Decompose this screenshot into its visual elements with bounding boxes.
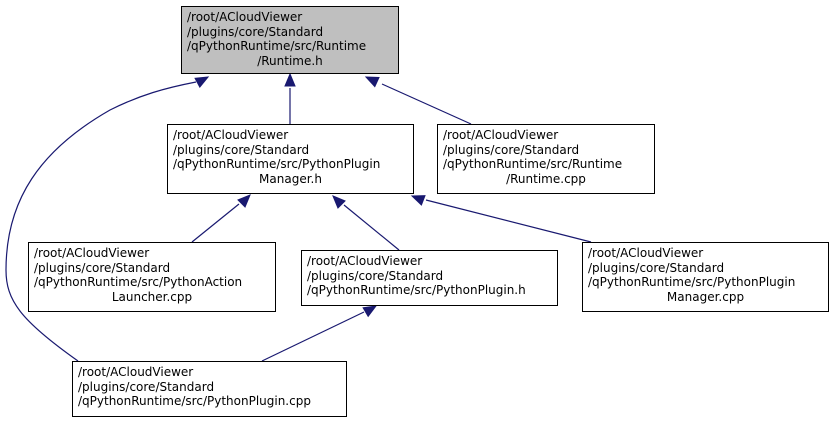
- node-label-line: /qPythonRuntime/src/PythonAction: [34, 275, 243, 289]
- node-label-line: /root/ACloudViewer: [34, 246, 150, 260]
- node-label-line: /plugins/core/Standard: [443, 142, 580, 157]
- edge-python_plugin_h-python_plugin_cpp: [261, 311, 365, 362]
- edge-plugin_manager_h-action_launcher_cpp: [191, 203, 240, 243]
- arrowhead-icon: [194, 76, 210, 88]
- arrowhead-icon: [364, 76, 380, 88]
- arrowhead-icon: [332, 195, 346, 209]
- node-label-line: /root/ACloudViewer: [78, 365, 194, 379]
- node-label-line: /qPythonRuntime/src/Runtime: [187, 39, 367, 53]
- node-label-line: /plugins/core/Standard: [187, 24, 324, 39]
- edge-plugin_manager_h-python_plugin_h: [343, 204, 400, 251]
- arrowhead-icon: [410, 195, 426, 206]
- node-label-line: /qPythonRuntime/src/PythonPlugin: [588, 275, 796, 289]
- node-label-line: Launcher.cpp: [111, 289, 193, 304]
- node-python-action-launcher-cpp[interactable]: /root/ACloudViewer/plugins/core/Standard…: [28, 242, 276, 312]
- node-python-plugin-cpp[interactable]: /root/ACloudViewer/plugins/core/Standard…: [72, 361, 347, 417]
- node-runtime-cpp[interactable]: /root/ACloudViewer/plugins/core/Standard…: [437, 124, 655, 194]
- arrowhead-icon: [237, 194, 251, 208]
- node-python-plugin-manager-cpp[interactable]: /root/ACloudViewer/plugins/core/Standard…: [582, 242, 829, 312]
- node-label-line: /root/ACloudViewer: [588, 246, 704, 260]
- node-label-line: /Runtime.cpp: [506, 171, 586, 186]
- node-label-line: /qPythonRuntime/src/PythonPlugin.cpp: [78, 394, 311, 408]
- node-label-line: /qPythonRuntime/src/PythonPlugin.h: [307, 283, 526, 297]
- node-label-line: /Runtime.h: [257, 53, 323, 68]
- arrowhead-icon: [362, 305, 378, 318]
- node-label-line: /root/ACloudViewer: [307, 254, 423, 268]
- node-label-line: /root/ACloudViewer: [443, 128, 559, 142]
- node-label-line: Manager.h: [259, 171, 322, 186]
- edge-runtime_h-runtime_cpp: [381, 83, 472, 125]
- node-label-line: /root/ACloudViewer: [187, 10, 303, 24]
- node-label-line: /root/ACloudViewer: [173, 128, 289, 142]
- node-label-line: /qPythonRuntime/src/Runtime: [443, 157, 623, 171]
- node-label-line: /plugins/core/Standard: [588, 260, 725, 275]
- node-label-line: /qPythonRuntime/src/PythonPlugin: [173, 157, 381, 171]
- edge-plugin_manager_h-plugin_manager_cpp: [425, 199, 592, 243]
- node-label-line: Manager.cpp: [666, 289, 745, 304]
- node-runtime-h[interactable]: /root/ACloudViewer/plugins/core/Standard…: [181, 6, 399, 74]
- node-label-line: /plugins/core/Standard: [34, 260, 171, 275]
- node-label-line: /plugins/core/Standard: [173, 142, 310, 157]
- node-label-line: /plugins/core/Standard: [307, 268, 444, 283]
- node-label-line: /plugins/core/Standard: [78, 379, 215, 394]
- node-python-plugin-h[interactable]: /root/ACloudViewer/plugins/core/Standard…: [301, 250, 558, 306]
- node-python-plugin-manager-h[interactable]: /root/ACloudViewer/plugins/core/Standard…: [167, 124, 414, 194]
- edge-runtime_h-python_plugin_cpp: [5, 81, 197, 362]
- arrowhead-icon: [284, 72, 296, 87]
